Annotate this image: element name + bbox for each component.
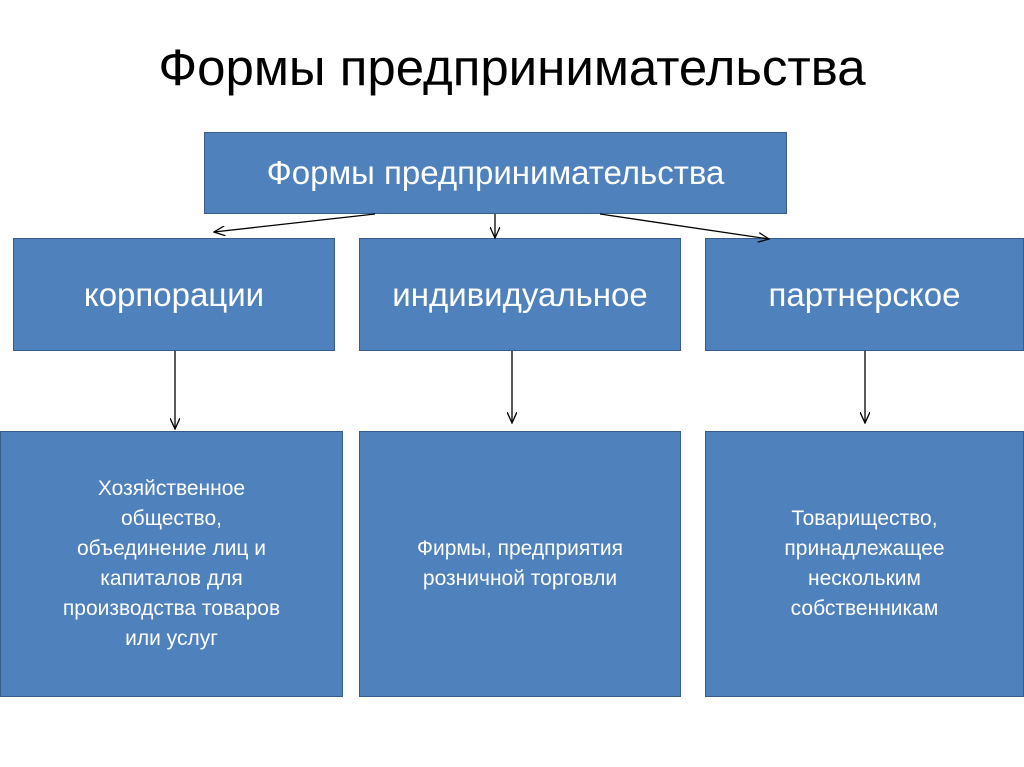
description-node-individual: Фирмы, предприятия розничной торговли (359, 431, 681, 697)
category-label: корпорации (83, 275, 265, 313)
description-text: Фирмы, предприятия розничной торговли (417, 537, 623, 590)
arrow-root-to-partnership (599, 213, 769, 239)
arrow-root-to-corporations (214, 213, 376, 232)
category-label: партнерское (768, 275, 961, 313)
category-node-individual: индивидуальное (359, 238, 681, 351)
page-title: Формы предпринимательства (158, 39, 866, 96)
category-node-partnership: партнерское (705, 238, 1024, 351)
description-node-partnership: Товарищество, принадлежащее нескольким с… (705, 431, 1024, 697)
root-node-label: Формы предпринимательства (266, 154, 725, 191)
description-text: Хозяйственное общество, объединение лиц … (62, 477, 281, 650)
category-node-corporations: корпорации (13, 238, 335, 351)
description-text: Товарищество, принадлежащее нескольким с… (784, 507, 945, 620)
description-node-corporations: Хозяйственное общество, объединение лиц … (0, 431, 343, 697)
root-node: Формы предпринимательства (204, 132, 787, 214)
category-label: индивидуальное (392, 275, 648, 313)
